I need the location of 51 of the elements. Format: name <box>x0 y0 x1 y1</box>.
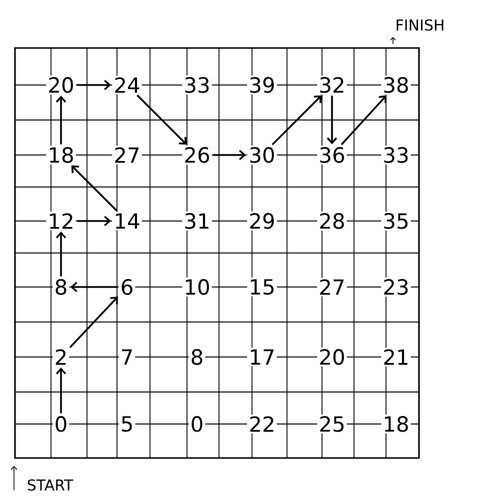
grid-number: 15 <box>247 278 277 296</box>
grid-number: 30 <box>247 146 277 164</box>
arrow <box>56 96 66 144</box>
grid-number: 2 <box>52 348 70 366</box>
grid-number: 18 <box>46 146 76 164</box>
grid-number: 33 <box>381 146 411 164</box>
grid-number: 27 <box>112 146 142 164</box>
grid-number: 38 <box>381 76 411 94</box>
arrow <box>56 367 66 414</box>
grid-number: 27 <box>317 278 347 296</box>
grid-number: 28 <box>317 212 347 230</box>
arrow <box>70 282 118 292</box>
grid-number: 25 <box>317 414 347 434</box>
grid-number: 0 <box>188 414 206 434</box>
arrow <box>71 165 118 212</box>
grid-number: 20 <box>46 76 76 94</box>
grid-number: 31 <box>182 212 212 230</box>
grid-number: 7 <box>118 348 136 366</box>
arrow <box>340 95 386 146</box>
grid-number: 22 <box>247 414 277 434</box>
grid-number: 6 <box>118 278 136 296</box>
grid-number: 23 <box>381 278 411 296</box>
grid-number: 21 <box>381 348 411 366</box>
caption-text: START <box>28 479 74 491</box>
grid-number: 26 <box>182 146 212 164</box>
grid-number: 12 <box>46 212 76 230</box>
grid-number: 5 <box>118 414 136 434</box>
arrow <box>272 95 322 146</box>
grid-number: 20 <box>317 348 347 366</box>
arrow <box>136 94 187 145</box>
caption-text: FINISH <box>396 19 444 31</box>
grid-number: 36 <box>317 146 347 164</box>
arrow <box>77 80 111 90</box>
grid-number: 14 <box>112 212 142 230</box>
arrow <box>77 216 111 226</box>
grid-number: 17 <box>247 348 277 366</box>
arrow <box>213 150 246 160</box>
grid-number: 18 <box>381 414 411 434</box>
grid-number: 10 <box>182 278 212 296</box>
grid-number: 33 <box>182 76 212 94</box>
grid-number: 29 <box>247 212 277 230</box>
grid-number: 24 <box>112 76 142 94</box>
grid-number: 39 <box>247 76 277 94</box>
arrow <box>69 296 118 348</box>
arrow <box>56 231 66 276</box>
arrow <box>326 96 338 144</box>
grid-number: 8 <box>188 348 206 366</box>
grid-number: 35 <box>381 212 411 230</box>
grid-number: 8 <box>52 278 70 296</box>
grid-number: 0 <box>52 414 70 434</box>
grid-number: 32 <box>317 76 347 94</box>
